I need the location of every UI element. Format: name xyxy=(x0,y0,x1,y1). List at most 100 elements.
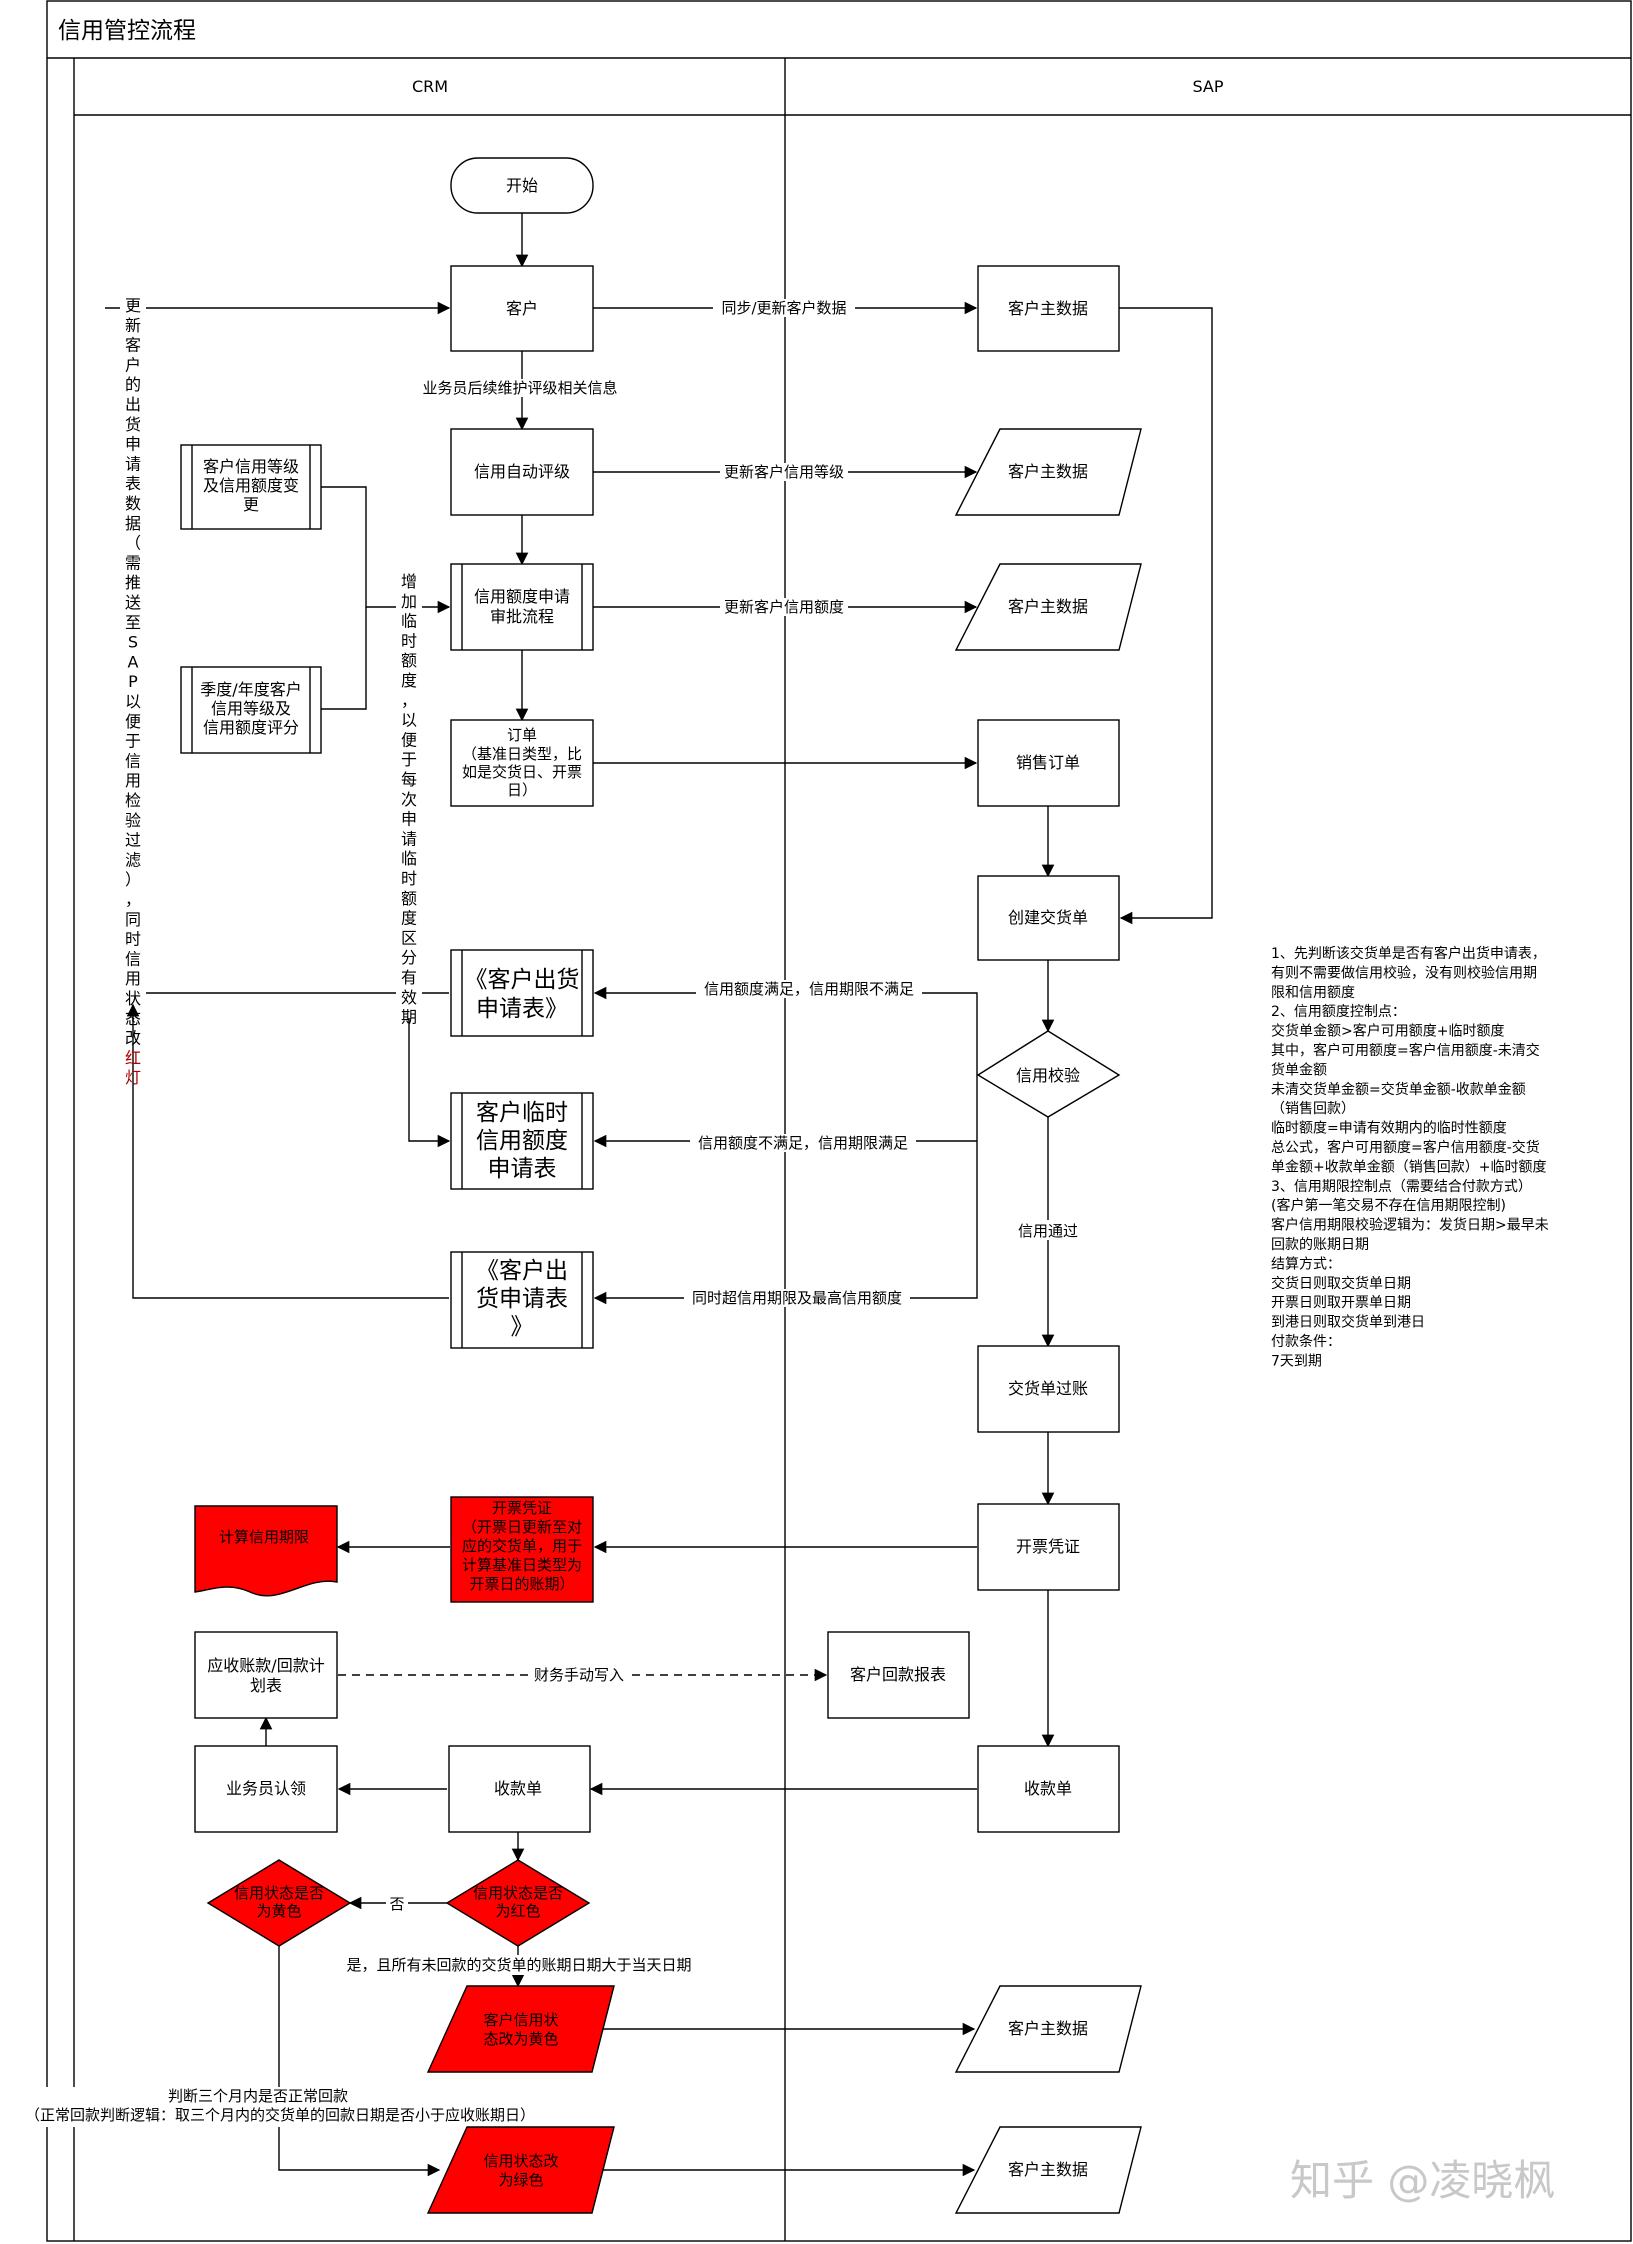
node-customer-master-3: 客户主数据 xyxy=(954,563,1142,651)
node-to-yellow: 客户信用状 态改为黄色 xyxy=(426,1985,615,2073)
note-line: 限和信用额度 xyxy=(1271,985,1355,1001)
note-line: （销售回款） xyxy=(1271,1101,1355,1117)
note-line: 临时额度=申请有效期内的临时性额度 xyxy=(1271,1121,1507,1137)
node-quarterly-line3: 信用额度评分 xyxy=(203,718,299,737)
node-invoice-crm-line3: 应的交货单，用于 xyxy=(462,1537,582,1555)
node-calc-period: 计算信用期限 xyxy=(194,1505,338,1597)
note-line: 交货单金额>客户可用额度+临时额度 xyxy=(1271,1023,1504,1040)
node-ship-request-2-line2: 货申请表 xyxy=(476,1286,568,1312)
node-to-yellow-line1: 客户信用状 xyxy=(483,2011,558,2029)
node-is-red-line1: 信用状态是否 xyxy=(473,1884,563,1902)
note-line: 回款的账期日期 xyxy=(1271,1237,1369,1253)
node-is-red-line2: 为红色 xyxy=(495,1902,540,1920)
node-is-yellow-line2: 为黄色 xyxy=(256,1902,301,1920)
note-line: 其中，客户可用额度=客户信用额度-未清交 xyxy=(1271,1042,1540,1059)
node-to-green-line2: 为绿色 xyxy=(498,2171,543,2189)
credit-control-notes: 1、先判断该交货单是否有客户出货申请表， 有则不需要做信用校验，没有则校验信用期限… xyxy=(1271,945,1549,1369)
note-line: 7天到期 xyxy=(1271,1353,1322,1369)
edge-label-yes-all-future: 是，且所有未回款的交货单的账期日期大于当天日期 xyxy=(346,1956,691,1974)
node-sales-order: 销售订单 xyxy=(977,719,1120,807)
node-temp-apply-line2: 信用额度 xyxy=(476,1128,568,1154)
note-line: 有则不需要做信用校验，没有则校验信用期 xyxy=(1271,964,1537,981)
node-credit-change-line2: 及信用额度变 xyxy=(203,476,299,495)
node-ship-request-2-line3: 》 xyxy=(511,1314,534,1340)
node-customer: 客户 xyxy=(450,265,594,352)
start-terminal: 开始 xyxy=(450,157,594,214)
vertical-note-temp-limit-text: 增加临时额度，以便于每次申请临时额度区分有效期 xyxy=(401,572,417,1027)
lane-crm-header: CRM xyxy=(412,77,448,96)
node-quarterly-rating: 季度/年度客户 信用等级及 信用额度评分 xyxy=(180,666,322,754)
node-sales-order-label: 销售订单 xyxy=(1016,753,1080,772)
note-line: 货单金额 xyxy=(1271,1061,1327,1078)
watermark: 知乎 @凌晓枫 xyxy=(1290,2156,1555,2205)
node-create-delivery: 创建交货单 xyxy=(977,875,1120,961)
node-customer-master-5-label: 客户主数据 xyxy=(1008,2160,1088,2179)
node-order-line2: （基准日类型，比 xyxy=(462,745,582,763)
note-line: 2、信用额度控制点： xyxy=(1271,1004,1406,1020)
diagram-frame xyxy=(46,0,1632,2242)
node-ship-request-2-line1: 《客户出 xyxy=(476,1258,568,1284)
node-order-line4: 日） xyxy=(507,781,537,799)
node-credit-check: 信用校验 xyxy=(976,1030,1121,1118)
edge-label-judge-3m: 判断三个月内是否正常回款 xyxy=(168,2087,348,2105)
node-customer-master-4: 客户主数据 xyxy=(954,1985,1142,2073)
edge-label-salesman-maintain: 业务员后续维护评级相关信息 xyxy=(422,379,617,397)
node-customer-master-2-label: 客户主数据 xyxy=(1008,462,1088,481)
edge-label-limit-not: 信用额度不满足，信用期限满足 xyxy=(698,1134,908,1152)
node-customer-master-1: 客户主数据 xyxy=(977,265,1120,352)
node-ar-plan: 应收账款/回款计 划表 xyxy=(194,1631,338,1719)
node-ship-request-2: 《客户出 货申请表 》 xyxy=(450,1251,594,1349)
vertical-note-left-red-text: 红灯 xyxy=(125,1048,141,1087)
node-credit-apply-line1: 信用额度申请 xyxy=(474,587,570,606)
node-to-green: 信用状态改 为绿色 xyxy=(426,2126,615,2214)
node-ar-plan-line2: 划表 xyxy=(250,1676,282,1695)
edge-label-sync-customer: 同步/更新客户数据 xyxy=(721,299,846,317)
node-ship-request-1-line2: 申请表》 xyxy=(476,996,568,1022)
node-credit-apply: 信用额度申请 审批流程 xyxy=(450,563,594,651)
start-label: 开始 xyxy=(506,176,538,195)
node-invoice-crm-line4: 计算基准日类型为 xyxy=(462,1556,582,1574)
note-line: 付款条件： xyxy=(1271,1333,1341,1350)
note-line: (客户第一笔交易不存在信用期限控制) xyxy=(1271,1197,1506,1214)
node-create-delivery-label: 创建交货单 xyxy=(1008,908,1088,927)
node-quarterly-line1: 季度/年度客户 xyxy=(200,680,301,699)
node-salesman-claim-label: 业务员认领 xyxy=(226,1779,306,1798)
node-quarterly-line2: 信用等级及 xyxy=(211,699,291,718)
node-temp-apply: 客户临时 信用额度 申请表 xyxy=(450,1092,594,1190)
note-line: 客户信用期限校验逻辑为：发货日期>最早未 xyxy=(1271,1217,1549,1234)
node-credit-apply-line2: 审批流程 xyxy=(490,607,554,626)
node-invoice-crm-line1: 开票凭证 xyxy=(492,1499,552,1517)
note-line: 到港日则取交货单到港日 xyxy=(1271,1314,1425,1331)
node-customer-master-5: 客户主数据 xyxy=(954,2126,1142,2214)
node-order-line3: 如是交货日、开票 xyxy=(462,763,582,781)
edge-label-limit-ok: 信用额度满足，信用期限不满足 xyxy=(704,980,914,998)
node-auto-rating: 信用自动评级 xyxy=(450,428,594,516)
node-payment-report-label: 客户回款报表 xyxy=(850,1665,946,1684)
node-to-yellow-line2: 态改为黄色 xyxy=(483,2030,558,2048)
node-is-yellow-line1: 信用状态是否 xyxy=(234,1884,324,1902)
note-line: 结算方式： xyxy=(1271,1256,1341,1272)
node-temp-apply-line1: 客户临时 xyxy=(476,1100,568,1126)
node-invoice-sap: 开票凭证 xyxy=(977,1503,1120,1591)
connectors xyxy=(105,213,1213,2177)
edge-label-judge-3m-logic: （正常回款判断逻辑：取三个月内的交货单的回款日期是否小于应收账期日） xyxy=(25,2106,535,2124)
note-line: 1、先判断该交货单是否有客户出货申请表， xyxy=(1271,945,1546,962)
node-delivery-post: 交货单过账 xyxy=(977,1345,1120,1433)
node-receipt-sap-label: 收款单 xyxy=(1024,1779,1072,1798)
node-invoice-crm-line5: 开票日的账期） xyxy=(469,1575,574,1593)
node-order: 订单 （基准日类型，比 如是交货日、开票 日） xyxy=(450,719,594,807)
edge-label-update-limit: 更新客户信用额度 xyxy=(724,598,844,616)
node-customer-master-1-label: 客户主数据 xyxy=(1008,299,1088,318)
node-customer-master-2: 客户主数据 xyxy=(954,428,1142,516)
note-line: 单金额+收款单金额（销售回款）+临时额度 xyxy=(1271,1159,1546,1175)
node-to-green-line1: 信用状态改 xyxy=(483,2152,558,2170)
node-calc-period-label: 计算信用期限 xyxy=(219,1528,309,1546)
node-is-red: 信用状态是否 为红色 xyxy=(445,1859,591,1947)
node-ship-request-1: 《客户出货 申请表》 xyxy=(450,949,594,1037)
node-is-yellow: 信用状态是否 为黄色 xyxy=(206,1859,352,1947)
note-line: 总公式，客户可用额度=客户信用额度-交货 xyxy=(1271,1139,1540,1156)
node-receipt-crm: 收款单 xyxy=(448,1745,591,1833)
vertical-note-temp-limit: 增加临时额度，以便于每次申请临时额度区分有效期 xyxy=(396,568,422,1027)
